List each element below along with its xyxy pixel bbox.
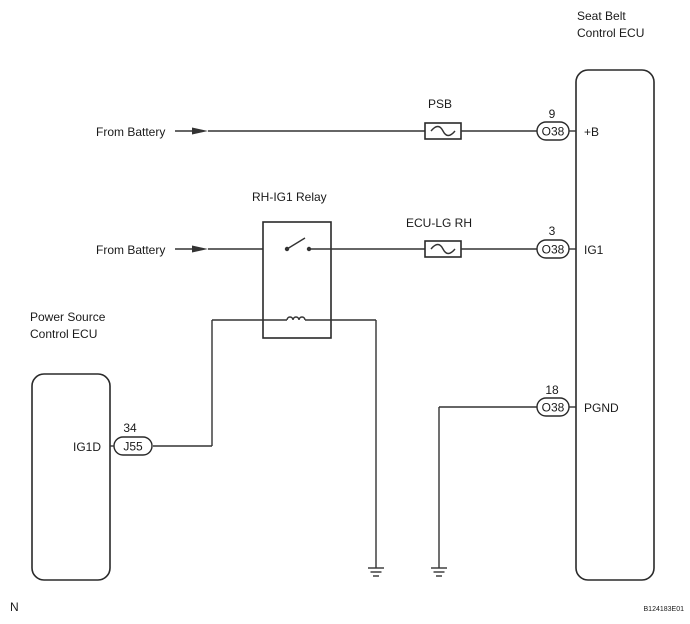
ground-icon bbox=[431, 567, 447, 577]
arrow-icon bbox=[192, 127, 208, 135]
from-battery-label-2: From Battery bbox=[96, 243, 165, 257]
relay-coil-circuit bbox=[153, 316, 384, 577]
circuit-ig1: From Battery RH-IG1 Relay ECU-LG RH 3 O3… bbox=[96, 190, 604, 339]
circuit-pgnd: 18 O38 PGND bbox=[431, 383, 619, 577]
connector-j55-code: J55 bbox=[123, 440, 143, 454]
terminal-plus-b-label: +B bbox=[584, 125, 599, 139]
fuse-symbol-icon bbox=[430, 125, 456, 137]
relay-coil-icon bbox=[286, 316, 306, 321]
relay-label: RH-IG1 Relay bbox=[252, 190, 327, 204]
ground-icon bbox=[368, 567, 384, 577]
figure-id: B124183E01 bbox=[644, 606, 685, 613]
power-source-control-ecu: Power Source Control ECU bbox=[30, 310, 111, 581]
arrow-icon bbox=[192, 245, 208, 253]
connector-j55-group: 34 J55 IG1D bbox=[73, 421, 153, 456]
power-source-ecu-title-line2: Control ECU bbox=[30, 327, 97, 341]
corner-mark: N bbox=[10, 600, 19, 614]
pin-34-label: 34 bbox=[123, 421, 137, 435]
pin-3-label: 3 bbox=[549, 224, 556, 238]
connector-o38-pgnd-code: O38 bbox=[542, 401, 565, 415]
terminal-ig1-label: IG1 bbox=[584, 243, 604, 257]
rh-ig1-relay bbox=[262, 221, 332, 339]
pin-18-label: 18 bbox=[545, 383, 559, 397]
terminal-ig1d-label: IG1D bbox=[73, 440, 101, 454]
relay-switch-icon bbox=[286, 237, 306, 250]
pin-9-label: 9 bbox=[549, 107, 556, 121]
power-source-ecu-body bbox=[31, 373, 111, 581]
seat-belt-ecu-body bbox=[575, 69, 655, 581]
fuse-symbol-icon bbox=[430, 243, 456, 255]
connector-o38-ig1-code: O38 bbox=[542, 243, 565, 257]
fuse-ecu-lg-rh-label: ECU-LG RH bbox=[406, 216, 472, 230]
connector-o38-b-code: O38 bbox=[542, 125, 565, 139]
seat-belt-control-ecu: Seat Belt Control ECU bbox=[575, 9, 655, 581]
fuse-psb-label: PSB bbox=[428, 97, 452, 111]
terminal-pgnd-label: PGND bbox=[584, 401, 619, 415]
power-source-ecu-title-line1: Power Source bbox=[30, 310, 106, 324]
seat-belt-ecu-title-line1: Seat Belt bbox=[577, 9, 626, 23]
circuit-plus-b: From Battery PSB 9 O38 +B bbox=[96, 97, 599, 141]
from-battery-label-1: From Battery bbox=[96, 125, 165, 139]
seat-belt-ecu-title-line2: Control ECU bbox=[577, 26, 644, 40]
